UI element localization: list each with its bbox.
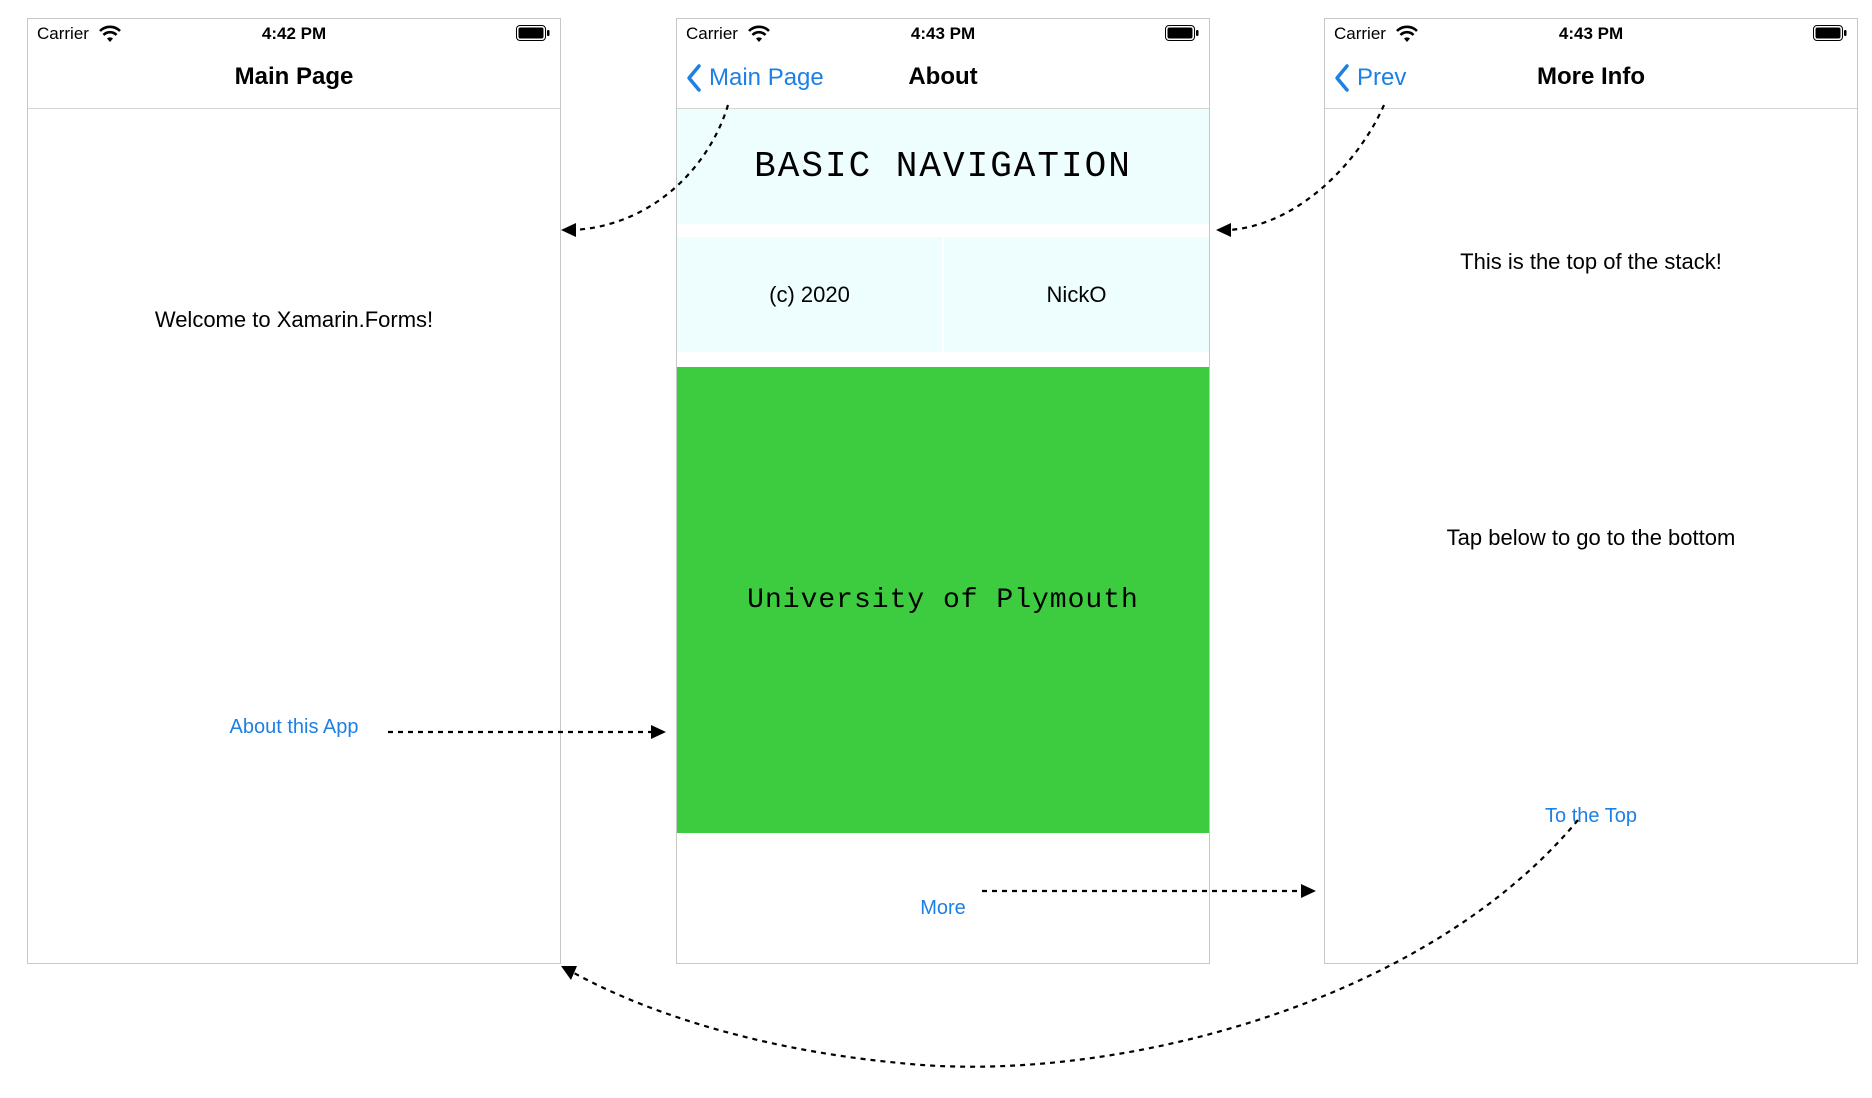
info-row: (c) 2020 NickO (677, 237, 1209, 352)
author-label: NickO (942, 237, 1209, 352)
battery-icon (516, 25, 550, 41)
tap-below-label: Tap below to go to the bottom (1446, 525, 1736, 550)
arrowhead (561, 966, 577, 980)
more-info-screen: Carrier 4:43 PM Prev More Info This is t… (1324, 18, 1858, 964)
university-label: University of Plymouth (677, 367, 1209, 833)
navigation-bar: Prev More Info (1325, 49, 1857, 109)
arrowhead (561, 223, 576, 237)
navigation-bar: Main Page (28, 49, 560, 109)
to-the-top-button[interactable]: To the Top (1545, 805, 1637, 827)
status-time: 4:43 PM (910, 24, 976, 43)
chevron-left-icon (687, 64, 701, 92)
carrier-label: Carrier (37, 24, 89, 43)
copyright-label: (c) 2020 (677, 237, 942, 352)
wifi-icon (748, 25, 770, 42)
wifi-icon (1396, 25, 1418, 42)
navigation-bar: Main Page About (677, 49, 1209, 109)
back-button-label: Prev (1357, 64, 1407, 91)
status-time: 4:42 PM (261, 24, 327, 43)
wifi-icon (99, 25, 121, 42)
battery-icon (1165, 25, 1199, 41)
status-bar: Carrier 4:43 PM (1325, 19, 1857, 49)
arrowhead (1216, 223, 1231, 237)
page-content: Welcome to Xamarin.Forms! About this App (28, 109, 560, 963)
status-time: 4:43 PM (1558, 24, 1624, 43)
back-button[interactable]: Main Page (685, 61, 824, 95)
arrowhead (1301, 884, 1316, 898)
welcome-label: Welcome to Xamarin.Forms! (154, 307, 434, 332)
back-button[interactable]: Prev (1333, 61, 1406, 95)
top-of-stack-label: This is the top of the stack! (1460, 249, 1722, 274)
about-app-button[interactable]: About this App (229, 716, 359, 738)
page-title: About (908, 63, 978, 90)
status-bar: Carrier 4:42 PM (28, 19, 560, 49)
more-button[interactable]: More (920, 897, 966, 919)
page-title: Main Page (234, 63, 354, 90)
carrier-label: Carrier (1334, 24, 1386, 43)
app-title-banner: BASIC NAVIGATION (677, 109, 1209, 224)
chevron-left-icon (1335, 64, 1349, 92)
page-content: This is the top of the stack! Tap below … (1325, 109, 1857, 963)
page-title: More Info (1537, 63, 1645, 90)
main-page-screen: Carrier 4:42 PM Main Page Welcome to Xam… (27, 18, 561, 964)
about-page-screen: Carrier 4:43 PM Main Page About BASIC NA… (676, 18, 1210, 964)
carrier-label: Carrier (686, 24, 738, 43)
page-content: BASIC NAVIGATION (c) 2020 NickO Universi… (677, 109, 1209, 963)
battery-icon (1813, 25, 1847, 41)
back-button-label: Main Page (709, 64, 824, 91)
status-bar: Carrier 4:43 PM (677, 19, 1209, 49)
arrowhead (651, 725, 666, 739)
